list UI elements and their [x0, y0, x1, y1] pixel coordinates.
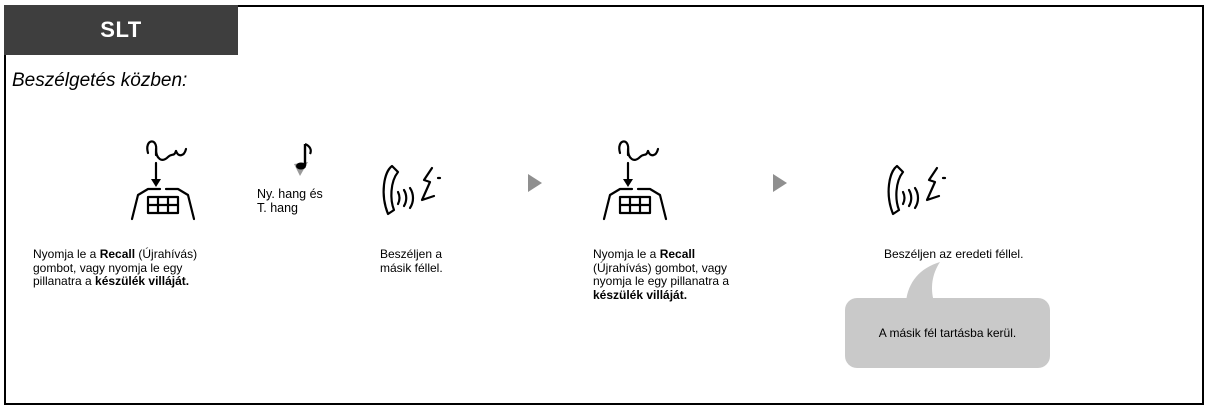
arrow-right-icon	[528, 174, 542, 192]
description-line: készülék villáját.	[593, 287, 729, 303]
description-line: gombot, vagy nyomja le egy	[33, 260, 197, 276]
description-line: másik féllel.	[380, 260, 443, 276]
press-hookswitch-icon	[130, 140, 196, 221]
tone-label: Ny. hang és T. hang	[257, 187, 323, 215]
step-3-description: Nyomja le a Recall(Újrahívás) gombot, va…	[593, 247, 730, 303]
music-note-icon	[294, 142, 312, 176]
frame-top-border	[238, 5, 1204, 7]
tone-label-line1: Ny. hang és	[257, 187, 323, 201]
description-line: Beszéljen a	[380, 247, 443, 262]
speech-bubble-text: A másik fél tartásba kerül.	[878, 326, 1017, 340]
text: (Újrahívás)	[135, 247, 198, 261]
speech-bubble: A másik fél tartásba kerül.	[845, 298, 1050, 368]
text: Beszéljen a	[380, 247, 443, 261]
step-4-description: Beszéljen az eredeti féllel.	[884, 247, 1024, 262]
text: Beszéljen az eredeti féllel.	[884, 247, 1024, 261]
press-hookswitch-icon	[602, 140, 668, 221]
description-line: Nyomja le a Recall (Újrahívás)	[33, 247, 198, 262]
text: Nyomja le a	[33, 247, 100, 261]
speech-bubble-tail	[906, 262, 940, 302]
description-line: Nyomja le a Recall	[593, 247, 729, 262]
step-1-description: Nyomja le a Recall (Újrahívás)gombot, va…	[33, 247, 198, 289]
bold-text: Recall	[659, 247, 696, 261]
arrow-right-icon	[773, 174, 787, 192]
description-line: Beszéljen az eredeti féllel.	[884, 247, 1024, 262]
section-subtitle: Beszélgetés közben:	[12, 70, 188, 91]
tone-label-line2: T. hang	[257, 200, 299, 215]
text: nyomja le egy pillanatra a	[593, 274, 730, 288]
text: (Újrahívás) gombot, vagy	[593, 260, 728, 275]
handset-talk-icon	[382, 164, 442, 216]
text: másik féllel.	[380, 260, 443, 275]
text: pillanatra a	[33, 274, 96, 288]
bold-text: készülék villáját.	[593, 287, 688, 302]
description-line: nyomja le egy pillanatra a	[593, 274, 730, 289]
handset-talk-icon	[887, 164, 947, 216]
text: gombot, vagy nyomja le egy	[33, 260, 183, 275]
description-line: (Újrahívás) gombot, vagy	[593, 260, 729, 276]
bold-text: Recall	[99, 247, 136, 261]
bold-text: készülék villáját.	[95, 274, 190, 288]
description-line: pillanatra a készülék villáját.	[33, 274, 197, 289]
text: Nyomja le a	[593, 247, 660, 261]
slt-tab-label: SLT	[4, 5, 238, 55]
